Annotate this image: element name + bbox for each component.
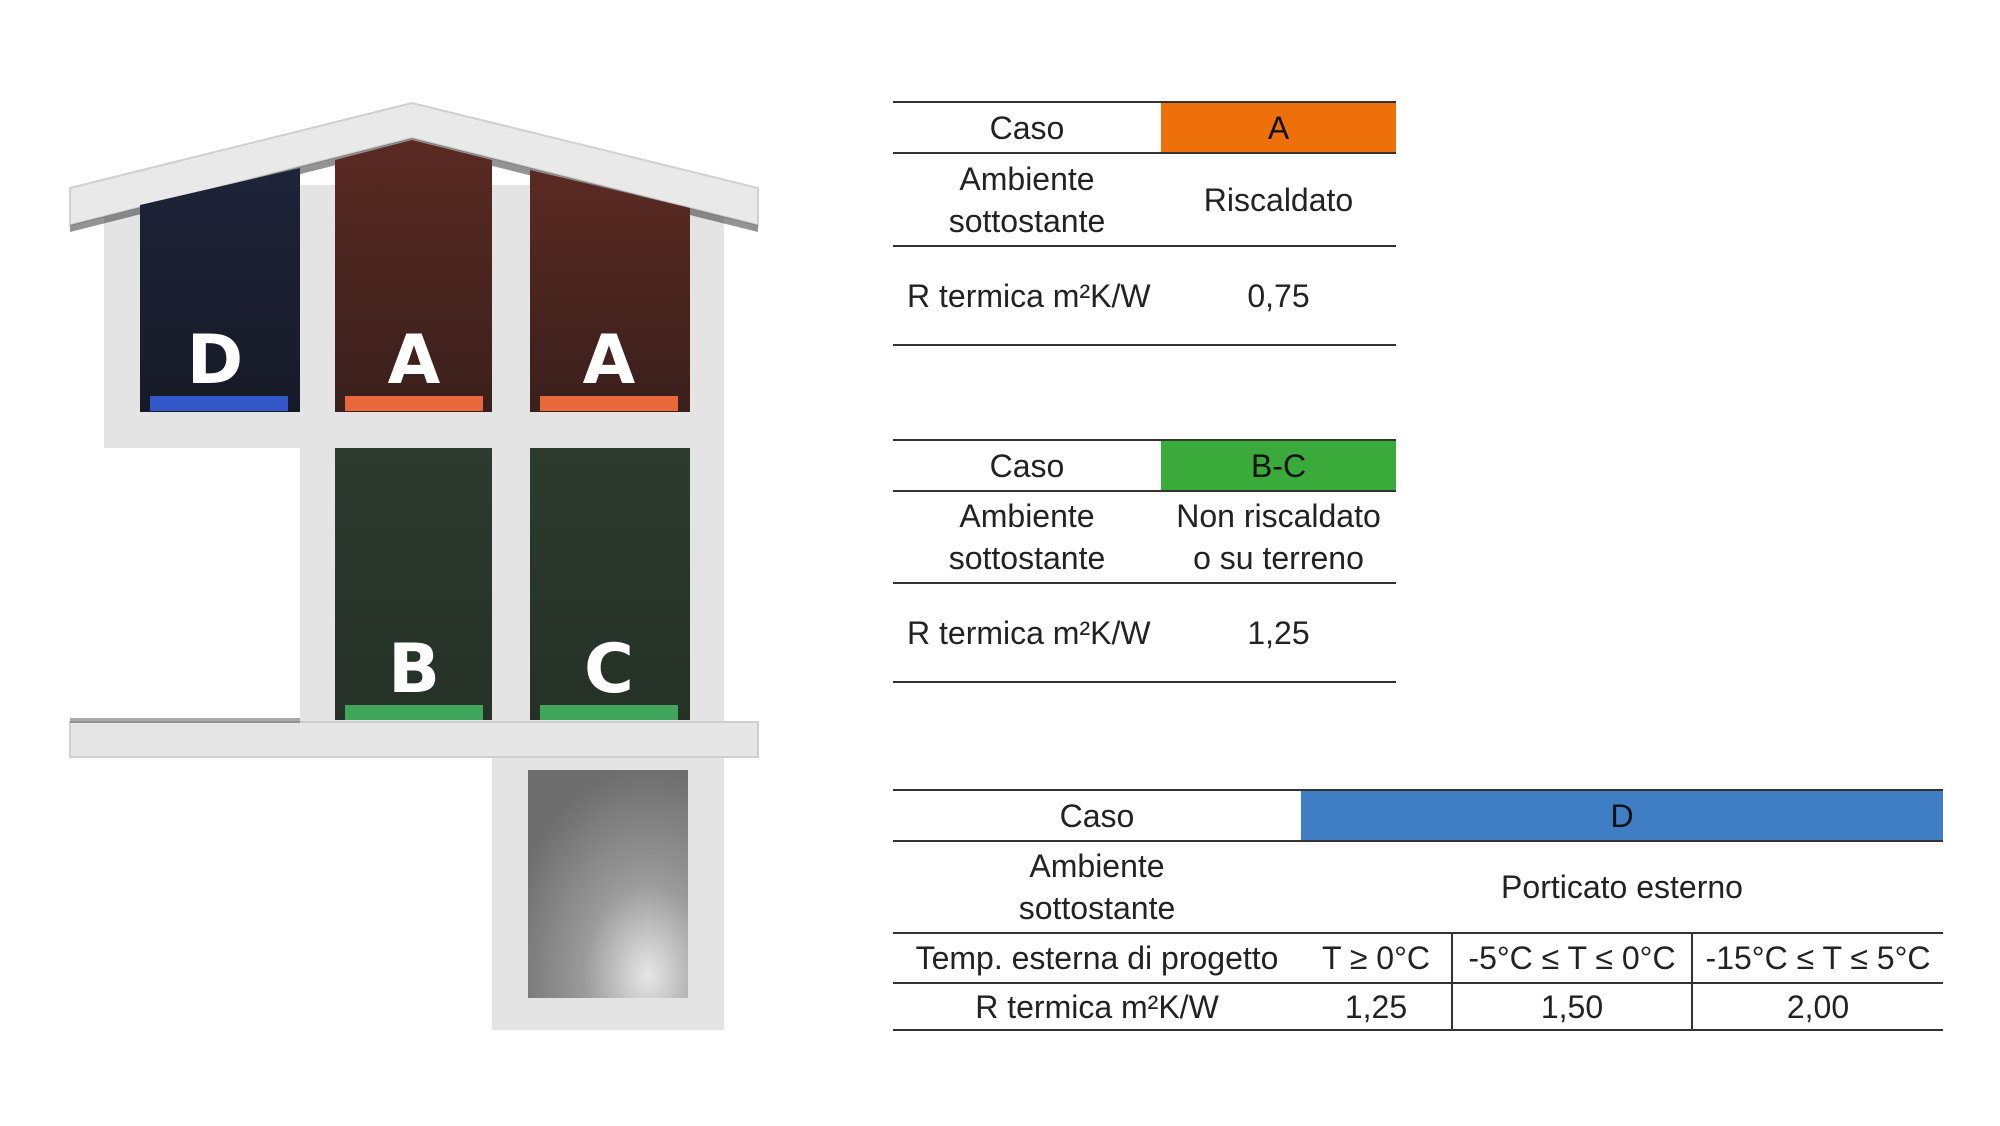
table-case-d: Caso D Ambiente sottostante Porticato es… — [893, 789, 1943, 1031]
room-label-b: B — [388, 630, 440, 709]
marker-d — [150, 396, 288, 411]
table-d-r-3: 2,00 — [1691, 984, 1943, 1029]
table-case-bc: Caso B-C Ambiente sottostante Non riscal… — [893, 439, 1396, 683]
table-d-temp-label: Temp. esterna di progetto — [915, 940, 1279, 976]
table-case-a: Caso A Ambiente sottostante Riscaldato R… — [893, 101, 1396, 346]
room-d — [140, 168, 300, 412]
cellar-room — [528, 770, 688, 998]
floor-slab — [69, 721, 759, 758]
table-bc-caso-value: B-C — [1161, 441, 1396, 490]
table-d-ambiente-label: Ambiente sottostante — [1018, 848, 1176, 926]
room-label-d: D — [187, 321, 243, 400]
table-d-r-1: 1,25 — [1344, 988, 1408, 1025]
table-bc-ambiente-label: Ambiente sottostante — [948, 498, 1106, 576]
table-bc-ambiente-value: Non riscaldato o su terreno — [1176, 498, 1381, 576]
table-d-ambiente-value: Porticato esterno — [1501, 869, 1743, 905]
floor-slab-shadow-left — [70, 718, 300, 723]
table-d-caso-label: Caso — [1059, 797, 1135, 834]
table-a-row-caso: Caso A — [893, 101, 1396, 152]
table-a-r-value: 0,75 — [1247, 277, 1310, 314]
table-a-caso-label: Caso — [989, 109, 1065, 146]
house-cross-section: D A A B C — [69, 101, 759, 1030]
room-b — [335, 448, 492, 720]
table-d-r-label: R termica m²K/W — [975, 988, 1219, 1025]
table-d-temp-1: T ≥ 0°C — [1321, 940, 1430, 976]
table-a-r-label: R termica m²K/W — [907, 277, 1151, 314]
table-a-caso-value: A — [1161, 103, 1396, 152]
table-bc-row-r: R termica m²K/W 1,25 — [893, 582, 1396, 683]
table-bc-row-ambiente: Ambiente sottostante Non riscaldato o su… — [893, 490, 1396, 582]
table-a-ambiente-label: Ambiente sottostante — [948, 160, 1106, 239]
room-c — [530, 448, 690, 720]
marker-b — [345, 705, 483, 720]
marker-c — [540, 705, 678, 720]
room-label-a-left: A — [388, 321, 441, 400]
table-bc-caso-label: Caso — [989, 447, 1065, 484]
table-a-row-ambiente: Ambiente sottostante Riscaldato — [893, 152, 1396, 245]
table-d-row-r: R termica m²K/W 1,25 1,50 2,00 — [893, 982, 1943, 1031]
table-d-row-caso: Caso D — [893, 789, 1943, 840]
room-a-left — [335, 140, 492, 412]
table-a-row-r: R termica m²K/W 0,75 — [893, 245, 1396, 346]
table-d-r-2: 1,50 — [1451, 984, 1691, 1029]
room-a-right — [530, 170, 690, 412]
room-label-a-right: A — [583, 321, 636, 400]
table-d-temp-3: -15°C ≤ T ≤ 5°C — [1691, 934, 1943, 982]
table-d-row-ambiente: Ambiente sottostante Porticato esterno — [893, 840, 1943, 932]
room-label-c: C — [584, 630, 634, 709]
table-d-row-temp: Temp. esterna di progetto T ≥ 0°C -5°C ≤… — [893, 932, 1943, 982]
table-bc-r-label: R termica m²K/W — [907, 614, 1151, 651]
marker-a-left — [345, 396, 483, 411]
table-d-caso-value: D — [1301, 791, 1943, 840]
table-a-ambiente-value: Riscaldato — [1203, 181, 1354, 218]
table-bc-row-caso: Caso B-C — [893, 439, 1396, 490]
table-d-temp-2: -5°C ≤ T ≤ 0°C — [1451, 934, 1691, 982]
table-bc-r-value: 1,25 — [1247, 614, 1310, 651]
marker-a-right — [540, 396, 678, 411]
